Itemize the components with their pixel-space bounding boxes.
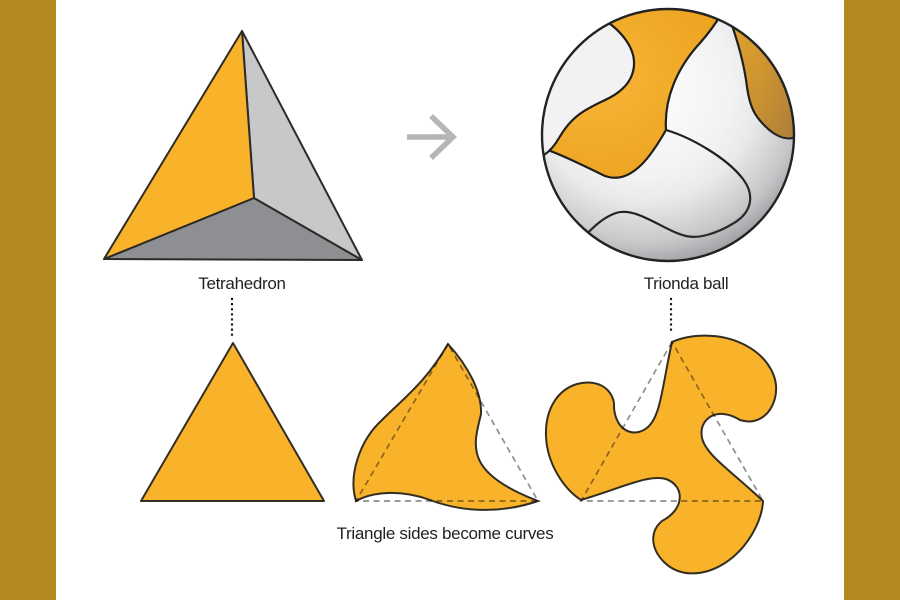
curved-triangle-shape (352, 342, 541, 511)
tetrahedron-figure (103, 30, 363, 261)
ball-shading (542, 9, 794, 261)
ball-rim (540, 7, 796, 263)
trionda-ball-figure (540, 7, 796, 263)
trionda-panel-shape (544, 334, 778, 575)
dashed-guide-triangle-right (579, 340, 765, 502)
plain-triangle (140, 342, 325, 502)
trionda-panel-shape-group (544, 334, 778, 575)
left-gold-bar (0, 0, 56, 600)
right-gold-bar (844, 0, 900, 600)
tetrahedron-label: Tetrahedron (198, 274, 286, 293)
tetrahedron-front-face (103, 30, 255, 260)
bottom-caption: Triangle sides become curves (336, 524, 554, 543)
curved-sides-triangle (352, 342, 541, 511)
trionda-ball-label: Trionda ball (643, 274, 729, 293)
arrow-right-icon (407, 114, 457, 160)
dashed-guide-triangle-middle (354, 342, 540, 502)
